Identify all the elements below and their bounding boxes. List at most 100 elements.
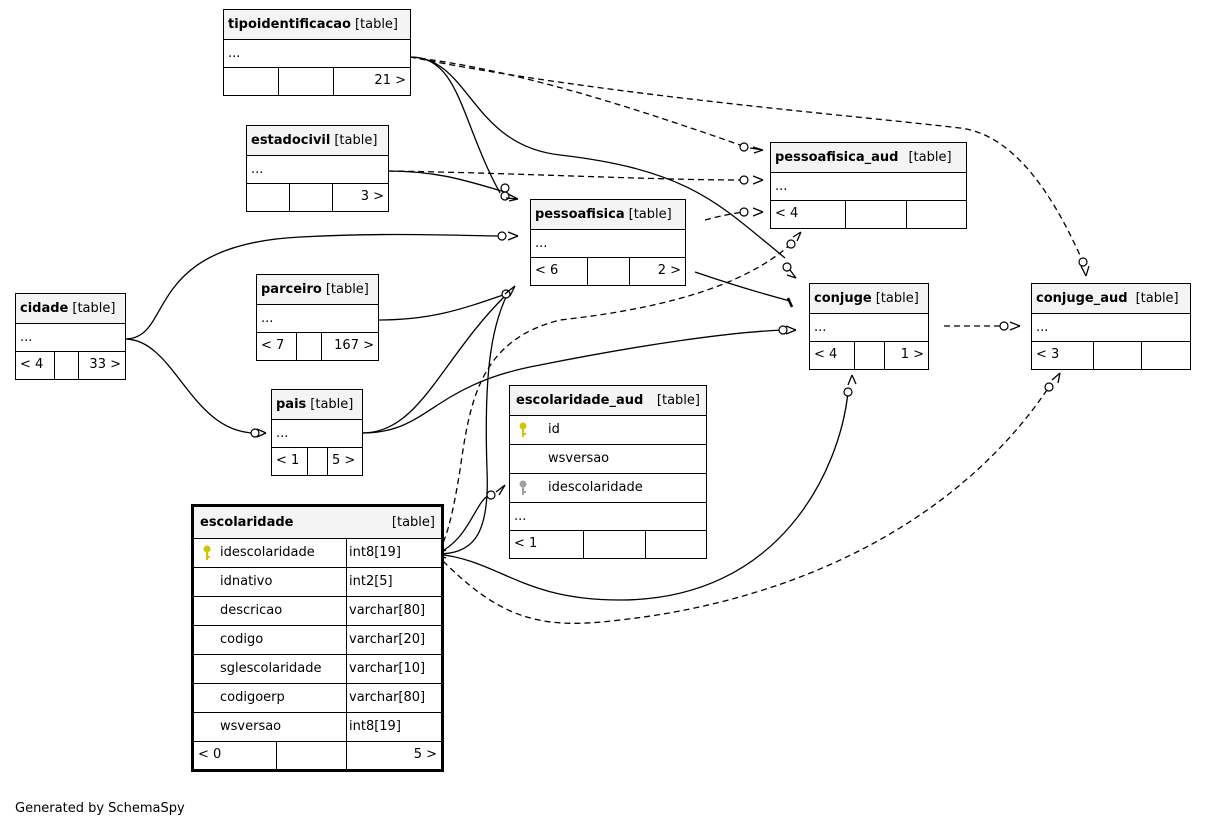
edge-tipoidentificacao-pessoafisica_aud xyxy=(409,56,744,147)
footer-rows xyxy=(588,258,630,285)
footer-children xyxy=(907,201,966,228)
edge-escolaridade-conjuge xyxy=(435,391,849,601)
edge-escolaridade-escolaridade_aud xyxy=(435,494,491,555)
table-header: pais[table] xyxy=(272,390,362,420)
table-footer: < 1 xyxy=(510,531,706,558)
footer-children: 33 > xyxy=(89,357,121,372)
columns-ellipsis: ... xyxy=(531,230,685,258)
column-type: int8[19] xyxy=(349,545,401,560)
footer-parents: < 4 xyxy=(810,342,855,369)
table-pessoafisica_aud[interactable]: pessoafisica_aud[table] ... < 4 xyxy=(770,142,967,229)
table-kind: [table] xyxy=(310,397,354,412)
table-cidade[interactable]: cidade[table] ... < 4 33 > xyxy=(15,293,126,380)
column-name: idescolaridade xyxy=(220,545,315,560)
column-type: varchar[80] xyxy=(349,603,426,618)
column-row-sglescolaridade: sglescolaridade varchar[10] xyxy=(194,655,441,684)
table-footer: < 7 167 > xyxy=(257,333,378,360)
column-row-descricao: descricao varchar[80] xyxy=(194,597,441,626)
table-header: conjuge[table] xyxy=(810,284,928,314)
table-tipoidentificacao[interactable]: tipoidentificacao[table] ... 21 > xyxy=(223,9,411,96)
table-header: parceiro[table] xyxy=(257,275,378,305)
column-name: wsversao xyxy=(220,719,282,734)
generated-by-note: Generated by SchemaSpy xyxy=(15,801,185,816)
primary-key-icon xyxy=(519,422,527,437)
table-header: conjuge_aud [table] xyxy=(1032,284,1190,314)
table-footer: < 6 2 > xyxy=(531,258,685,285)
column-type: varchar[20] xyxy=(349,632,426,647)
table-escolaridade_aud[interactable]: escolaridade_aud[table] id wsversao ides… xyxy=(509,385,707,559)
footer-parents: < 0 xyxy=(194,742,277,769)
table-name: conjuge xyxy=(814,291,872,306)
footer-children: 5 > xyxy=(413,747,437,762)
footer-rows xyxy=(279,68,334,95)
edge-parceiro-pessoafisica xyxy=(377,293,507,321)
columns-ellipsis: ... xyxy=(510,503,706,531)
column-name: codigoerp xyxy=(220,690,285,705)
table-header: escolaridade [table] xyxy=(194,507,441,539)
column-row-wsversao: wsversao int8[19] xyxy=(194,713,441,742)
table-escolaridade[interactable]: escolaridade [table] idescolaridade int8[… xyxy=(191,504,444,772)
table-name: pessoafisica_aud xyxy=(775,150,899,165)
table-header: estadocivil[table] xyxy=(247,126,388,156)
column-row-id: id xyxy=(510,416,706,445)
column-type: int2[5] xyxy=(349,574,393,589)
edge-pais-pessoafisica xyxy=(361,294,507,434)
table-kind: [table] xyxy=(908,150,952,165)
edge-tipoidentificacao-conjuge_aud xyxy=(409,56,1084,263)
table-pais[interactable]: pais[table] ... < 1 5 > xyxy=(271,389,363,476)
column-row-codigoerp: codigoerp varchar[80] xyxy=(194,684,441,713)
footer-parents: < 1 xyxy=(272,448,308,475)
table-kind: [table] xyxy=(875,291,919,306)
table-kind: [table] xyxy=(325,282,369,297)
table-footer: 21 > xyxy=(224,68,410,95)
footer-parents: < 1 xyxy=(510,531,584,558)
edge-cidade-pessoafisica xyxy=(124,233,506,340)
edge-pessoafisica-conjuge xyxy=(694,271,791,302)
table-header: pessoafisica_aud [table] xyxy=(771,143,966,173)
table-pessoafisica[interactable]: pessoafisica[table] ... < 6 2 > xyxy=(530,199,686,286)
table-conjuge_aud[interactable]: conjuge_aud[table] ... < 3 xyxy=(1031,283,1191,370)
table-footer: < 4 33 > xyxy=(16,352,125,379)
footer-rows xyxy=(855,342,885,369)
column-name: id xyxy=(548,422,560,437)
footer-parents: < 7 xyxy=(257,333,297,360)
table-conjuge[interactable]: conjuge[table] ... < 4 1 > xyxy=(809,283,929,370)
footer-children: 3 > xyxy=(360,189,384,204)
table-kind: [table] xyxy=(391,515,435,530)
table-kind: [table] xyxy=(1135,291,1179,306)
table-kind: [table] xyxy=(354,17,399,32)
edge-estadocivil-pessoafisica_aud xyxy=(387,170,744,181)
footer-rows xyxy=(308,448,328,475)
table-name: pessoafisica xyxy=(535,207,625,222)
table-header: cidade[table] xyxy=(16,294,125,324)
edge-pessoafisica_aud-escolaridade xyxy=(435,243,792,555)
table-name: escolaridade_aud xyxy=(516,393,644,408)
footer-children: 167 > xyxy=(334,338,374,353)
table-name: escolaridade xyxy=(200,515,294,530)
table-estadocivil[interactable]: estadocivil[table] ... 3 > xyxy=(246,125,389,212)
footer-children: 1 > xyxy=(900,347,924,362)
table-parceiro[interactable]: parceiro[table] ... < 7 167 > xyxy=(256,274,379,361)
table-kind: [table] xyxy=(656,393,700,408)
footer-rows xyxy=(55,352,79,379)
footer-parents: < 6 xyxy=(531,258,588,285)
footer-rows xyxy=(1094,342,1142,369)
column-name: idnativo xyxy=(220,574,273,589)
primary-key-icon xyxy=(203,545,211,560)
footer-children: 21 > xyxy=(374,73,406,88)
columns-ellipsis: ... xyxy=(257,305,378,333)
table-header: pessoafisica[table] xyxy=(531,200,685,230)
foreign-key-icon xyxy=(519,480,527,495)
table-header: escolaridade_aud [table] xyxy=(510,386,706,416)
table-footer: < 1 5 > xyxy=(272,448,362,475)
footer-children: 2 > xyxy=(657,263,681,278)
table-name: conjuge_aud xyxy=(1036,291,1128,306)
footer-parents: < 4 xyxy=(771,201,846,228)
table-header: tipoidentificacao[table] xyxy=(224,10,410,40)
footer-parents xyxy=(224,68,279,95)
columns-ellipsis: ... xyxy=(272,420,362,448)
edge-tipoidentificacao-conjuge xyxy=(409,56,786,259)
table-kind: [table] xyxy=(334,133,378,148)
footer-rows xyxy=(277,742,347,769)
